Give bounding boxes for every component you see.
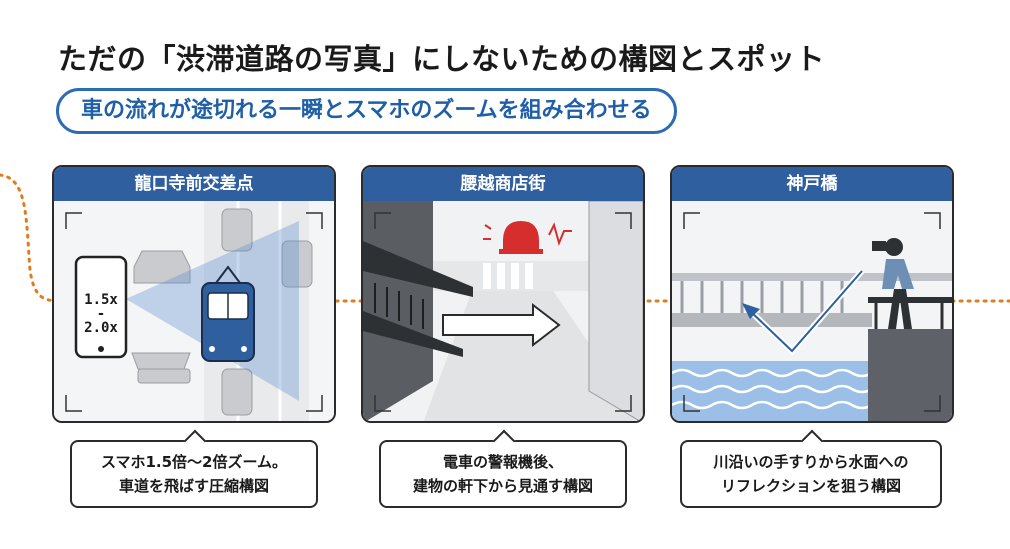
smartphone-icon bbox=[74, 255, 128, 359]
koshigoe-illustration bbox=[363, 201, 643, 421]
spot-title: 龍口寺前交差点 bbox=[54, 167, 334, 201]
spot-title: 神戸橋 bbox=[672, 167, 952, 201]
car-icon bbox=[131, 208, 313, 416]
subtitle-banner: 車の流れが途切れる一瞬とスマホのズームを組み合わせる bbox=[56, 88, 677, 134]
photographer-icon bbox=[872, 238, 914, 329]
arrow-right-icon bbox=[442, 302, 561, 348]
main-title: ただの「渋滞道路の写真」にしないための構図とスポット bbox=[58, 42, 826, 76]
caption-line: 川沿いの手すりから水面への bbox=[713, 453, 909, 471]
godobashi-illustration bbox=[672, 201, 952, 421]
zoom-min-label: 1.5x bbox=[84, 292, 118, 308]
caption-line: 電車の警報機後、 bbox=[442, 453, 563, 471]
caption-godobashi: 川沿いの手すりから水面への リフレクションを狙う構図 bbox=[680, 440, 942, 508]
ryukoji-illustration bbox=[54, 201, 334, 421]
spot-panel-ryukoji: 龍口寺前交差点 bbox=[52, 165, 336, 423]
caption-line: スマホ1.5倍〜2倍ズーム。 bbox=[100, 453, 288, 471]
caption-line: 建物の軒下から見通す構図 bbox=[412, 477, 593, 495]
spot-panel-koshigoe: 腰越商店街 bbox=[361, 165, 645, 423]
zoom-label: 1.5x - 2.0x bbox=[76, 291, 126, 337]
caption-line: 車道を飛ばす圧縮構図 bbox=[118, 477, 269, 495]
spot-title: 腰越商店街 bbox=[363, 167, 643, 201]
caption-ryukoji: スマホ1.5倍〜2倍ズーム。 車道を飛ばす圧縮構図 bbox=[70, 440, 318, 508]
traditional-building-icon bbox=[363, 201, 473, 421]
tram-icon bbox=[201, 265, 255, 362]
caption-line: リフレクションを狙う構図 bbox=[720, 477, 901, 495]
spot-panel-godobashi: 神戸橋 bbox=[670, 165, 954, 423]
caption-koshigoe: 電車の警報機後、 建物の軒下から見通す構図 bbox=[379, 440, 627, 508]
zoom-separator: - bbox=[96, 306, 106, 322]
zoom-max-label: 2.0x bbox=[84, 320, 118, 336]
railway-alarm-icon bbox=[483, 221, 572, 254]
